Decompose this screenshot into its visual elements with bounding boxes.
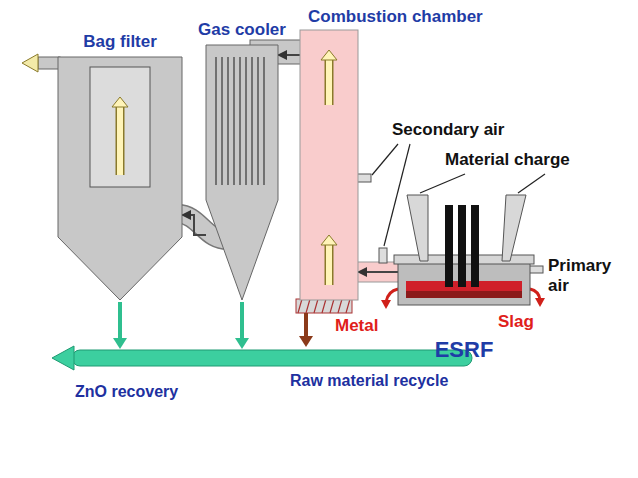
furnace-shape <box>398 255 530 305</box>
dust-arrow <box>118 302 122 339</box>
bag-filter-shape <box>58 57 182 300</box>
filter-bag <box>90 67 150 187</box>
part-label: Material charge <box>445 150 570 170</box>
part-label: Slag <box>498 312 534 332</box>
node-label-slot: Bag filter <box>83 32 157 52</box>
cooler-tube <box>263 57 265 185</box>
node-label-slot: Gas cooler <box>198 20 286 40</box>
flow-arrow-head <box>321 50 337 60</box>
node-label-slot: Combustion chamber <box>308 7 483 27</box>
leader-line <box>518 174 545 193</box>
cooler-tube <box>257 57 259 185</box>
recovery-conveyor <box>72 350 472 366</box>
tap-arrow-head <box>535 298 545 307</box>
combustion-chamber-shape <box>300 30 358 300</box>
leader-line <box>384 144 410 246</box>
conveyor-arrow <box>52 346 74 370</box>
flow-arrow <box>326 60 332 105</box>
bag-filter-vessel <box>58 57 182 300</box>
gas-cooler-shape <box>206 45 278 300</box>
flow-arrow <box>116 107 125 175</box>
gas-cooler-vessel <box>206 45 278 300</box>
flow-arrow-head <box>321 235 337 245</box>
node-label: Gas cooler <box>198 20 286 40</box>
electrode <box>458 205 466 287</box>
screw-flight <box>298 299 350 313</box>
label-slot: Raw material recycle <box>290 372 448 390</box>
label-slot: Metal <box>335 316 378 336</box>
flow-arrow <box>117 107 123 175</box>
flow-arrow <box>326 245 332 285</box>
flow-arrow <box>325 60 334 105</box>
furnace: ESRF <box>398 255 530 305</box>
node-label: Bag filter <box>83 32 157 52</box>
air-nozzle <box>529 266 543 273</box>
part-label: Primary air <box>548 256 620 295</box>
combustion-chamber: Combustion chamber <box>300 30 358 300</box>
leader-line <box>420 174 465 193</box>
air-nozzle <box>357 174 371 182</box>
flow-arrow-head <box>112 97 128 107</box>
label-slot: Primary air <box>548 256 620 295</box>
node-label: ESRF <box>435 337 494 362</box>
label-slot: ZnO recovery <box>75 383 178 401</box>
air-nozzle <box>379 248 387 263</box>
dust-arrow <box>240 302 244 339</box>
bag-filter: Bag filter <box>58 57 182 300</box>
cooler-tube <box>233 57 235 185</box>
part-label: Raw material recycle <box>290 372 448 390</box>
label-slot: Slag <box>498 312 534 332</box>
cooler-tube <box>215 57 217 185</box>
part-label: ZnO recovery <box>75 383 178 401</box>
recycle-arrow-head <box>299 336 313 347</box>
node-label: Combustion chamber <box>308 7 483 27</box>
exhaust-arrow <box>22 54 38 72</box>
node-label-slot: ESRF <box>435 337 494 362</box>
offgas-duct <box>355 262 401 282</box>
cooler-tube <box>221 57 223 185</box>
leader-line <box>372 144 398 175</box>
flow-arrow <box>325 245 334 285</box>
electrode <box>445 205 453 287</box>
recycle-arrow <box>304 313 308 337</box>
cooler-tube <box>245 57 247 185</box>
metal-bath <box>406 291 522 298</box>
dust-arrow-head <box>113 338 127 349</box>
screw-conveyor <box>296 299 352 313</box>
outlet-pipe <box>38 57 60 69</box>
gas-cooler: Gas cooler <box>206 45 278 300</box>
label-slot: Material charge <box>445 150 570 170</box>
gas-flow-connector <box>358 271 398 273</box>
tap-arrow-head <box>381 300 391 309</box>
part-label: Secondary air <box>392 120 504 140</box>
dust-arrow-head <box>235 338 249 349</box>
chamber-shell <box>300 30 358 300</box>
charge-chute <box>407 195 428 261</box>
label-slot: Secondary air <box>392 120 504 140</box>
part-label: Metal <box>335 316 378 336</box>
cooler-tube <box>239 57 241 185</box>
gas-flow-connector <box>182 215 206 235</box>
gas-flow-connector <box>278 54 300 56</box>
charge-chute <box>502 195 526 261</box>
cooler-tube <box>227 57 229 185</box>
cooler-tube <box>251 57 253 185</box>
electrode <box>471 205 479 287</box>
